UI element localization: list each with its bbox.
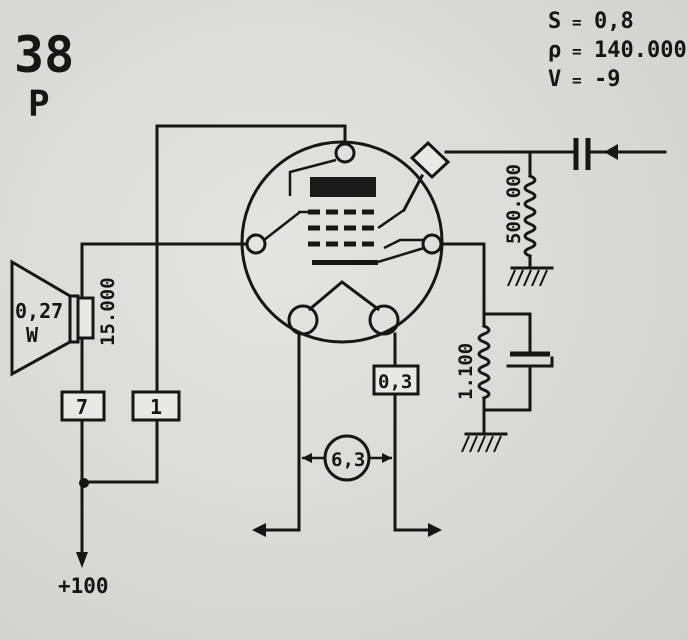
speaker-icon [10,259,80,377]
tube-number: 38 [14,26,74,84]
spec-key-rho: ρ [548,38,561,63]
tube-electrodes [263,158,425,312]
wire-heater-right [393,392,432,532]
speaker-impedance: 15.000 [97,277,119,346]
wire-heater-left [260,332,301,532]
pin-top [334,142,356,164]
spec-key-s: S [548,9,561,34]
speaker-power-value: 0,27 [15,299,63,323]
cathode-resistor [477,324,491,400]
heater-arrow-right-icon [428,523,442,537]
input-arrow-icon [604,144,618,160]
tube-envelope [240,140,444,344]
wire-cathode [439,242,486,316]
speaker-power-unit: W [26,323,39,347]
supply-arrow-icon [76,552,88,568]
spec-sep-v: = [572,71,582,90]
wire-anode [80,242,249,300]
ground-icon-cathode [461,432,508,453]
pin-heater-right [368,304,400,336]
wire-screen-merge [80,418,159,484]
heater-voltage-label: 6,3 [331,449,365,471]
grid-resistor [523,174,537,258]
pin-heater-left [287,304,319,336]
spec-value-rho: 140.000 [594,38,687,63]
spec-sep-rho: = [572,42,582,61]
pin-screen-label: 1 [150,395,162,419]
heater-arrow-left-icon [252,523,266,537]
wire-screen [155,124,347,394]
spec-value-v: -9 [594,67,621,92]
heater-voltage-indicator [302,434,392,482]
heater-current-label: 0,3 [378,371,412,393]
pin-anode-label: 7 [76,395,88,419]
spec-value-s: 0,8 [594,9,634,34]
spec-sep-s: = [572,13,582,32]
junction-dot [79,478,89,488]
coupling-capacitor [573,138,591,170]
pin-left [245,233,267,255]
ground-icon-grid [507,266,554,287]
top-cap-terminal [401,140,451,213]
cathode-capacitor [506,351,554,368]
heater-current-box [372,364,420,396]
pin-right [421,233,443,255]
specs-block: S = 0,8 ρ = 140.000 V = -9 [548,9,687,92]
grid-resistor-label: 500.000 [503,164,525,244]
supply-label: +100 [58,574,109,598]
cathode-resistor-label: 1.100 [455,343,477,400]
spec-key-v: V [548,67,561,92]
tube-type: P [28,84,50,125]
